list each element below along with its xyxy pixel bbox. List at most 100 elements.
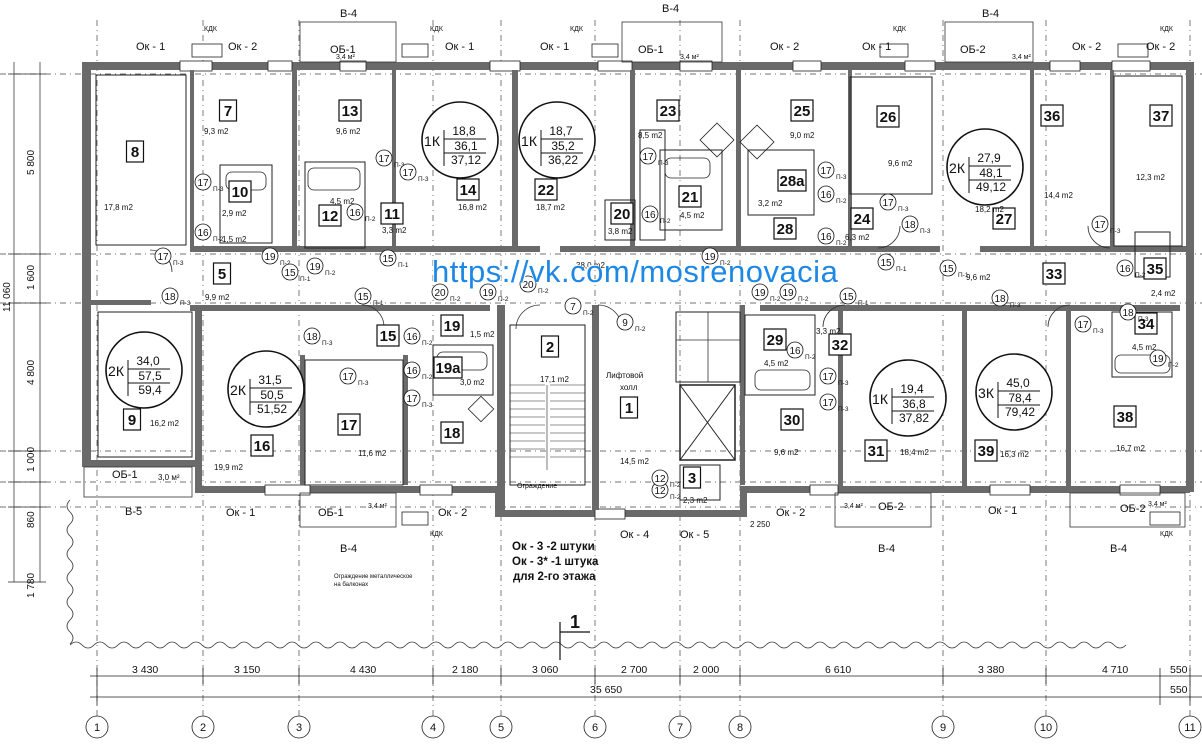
svg-text:36,8: 36,8 [902, 397, 926, 411]
door-marker-25: 19П-2 [701, 247, 731, 267]
balcony-tag-7: В-4 [1110, 543, 1127, 555]
room-box-22: 22 [534, 178, 558, 201]
room-box-5: 5 [212, 262, 232, 285]
room-box-33: 33 [1042, 262, 1066, 285]
room-box-3: 3 [682, 466, 702, 489]
svg-text:37: 37 [1153, 108, 1170, 125]
kdk-label-2: КДК [430, 26, 444, 33]
door-marker-31: 18П-3 [901, 215, 931, 235]
svg-text:П-2: П-2 [798, 296, 809, 303]
dim-550: 550 [1170, 664, 1188, 676]
dim-3060: 3 060 [532, 664, 558, 676]
area-36: 14,4 m2 [1044, 191, 1073, 200]
top-label-ok2-a: Ок - 2 [228, 41, 257, 53]
svg-text:59,4: 59,4 [138, 383, 162, 397]
svg-text:11: 11 [1184, 722, 1195, 734]
svg-text:П-3: П-3 [838, 406, 849, 413]
room-box-35: 35 [1143, 257, 1167, 280]
door-swings [149, 225, 1111, 330]
svg-text:П-2: П-2 [422, 340, 433, 347]
svg-text:28: 28 [777, 221, 794, 238]
overall-dim-right: 550 [1170, 684, 1188, 696]
svg-text:39: 39 [978, 443, 995, 460]
door-marker-26: 19П-2 [751, 283, 781, 303]
svg-text:18: 18 [904, 220, 916, 231]
area-13: 9,6 m2 [336, 127, 361, 136]
svg-text:17: 17 [402, 168, 414, 179]
room-box-10: 10 [228, 180, 252, 203]
svg-text:26: 26 [880, 109, 897, 126]
svg-text:9: 9 [940, 722, 946, 734]
door-marker-1: 17П-3 [194, 173, 224, 193]
door-marker-17: 17П-3 [403, 389, 433, 409]
balcony-tag-1: В-4 [340, 8, 357, 20]
area-27: 18,2 m2 [975, 205, 1004, 214]
top-label-ob1-a: ОБ-1 [330, 44, 356, 56]
svg-text:П-3: П-3 [180, 300, 191, 307]
svg-text:15: 15 [942, 264, 954, 275]
svg-text:34,0: 34,0 [136, 354, 160, 368]
door-marker-35: 18П-3 [991, 289, 1021, 309]
svg-text:20: 20 [614, 206, 631, 223]
axis-bubble-3: 3 [287, 715, 311, 739]
room-box-1: 1 [619, 396, 639, 419]
door-marker-46: 19П-2 [779, 283, 809, 303]
svg-text:32: 32 [832, 337, 849, 354]
svg-text:П-2: П-2 [770, 296, 781, 303]
left-dimension-lines [8, 62, 46, 583]
svg-text:18: 18 [306, 332, 318, 343]
bottom-label-ok4: Ок - 4 [620, 529, 649, 541]
door-marker-15: 17П-3 [339, 367, 369, 387]
svg-text:36: 36 [1044, 108, 1061, 125]
area-ob: 3,0 м² [158, 473, 180, 482]
left-dim-1000: 1 000 [26, 447, 37, 472]
fence-note: Ограждение металлическое на балконах [334, 574, 413, 588]
svg-text:16: 16 [406, 332, 418, 343]
svg-text:34: 34 [1138, 316, 1155, 333]
room-box-26: 26 [876, 105, 900, 128]
svg-text:11: 11 [384, 206, 400, 223]
svg-text:15: 15 [380, 328, 397, 345]
area-corridor: 38,0 m2 [576, 261, 605, 270]
top-label-ok1-a: Ок - 1 [136, 41, 165, 53]
svg-text:10: 10 [232, 184, 249, 201]
svg-text:П-2: П-2 [720, 260, 731, 267]
watermark-url[interactable]: https://vk.com/mosrenovacia [432, 254, 839, 289]
area-22: 18,7 m2 [536, 203, 565, 212]
svg-text:П-2: П-2 [538, 288, 549, 295]
axis-bubble-4: 4 [421, 715, 445, 739]
room-box-15: 15 [376, 324, 400, 347]
left-dimension-labels: 5 800 1 600 4 800 1 000 860 1 780 11 060 [2, 150, 37, 598]
svg-text:57,5: 57,5 [138, 369, 162, 383]
svg-text:П-2: П-2 [836, 198, 847, 205]
svg-text:3: 3 [296, 722, 302, 734]
area-12: 4,5 m2 [330, 197, 355, 206]
kdk-label-6: КДК [430, 531, 444, 538]
door-marker-40: 19П-2 [1149, 349, 1179, 369]
svg-text:1К: 1К [521, 133, 538, 149]
svg-text:21: 21 [682, 189, 699, 206]
balcony-area-5: 3,4 м² [844, 503, 863, 510]
kdk-label-4: КДК [893, 26, 907, 33]
dim-2180: 2 180 [452, 664, 478, 676]
svg-text:7: 7 [677, 722, 683, 734]
room-box-31: 31 [864, 439, 888, 462]
svg-text:79,42: 79,42 [1005, 405, 1035, 419]
svg-text:17: 17 [822, 398, 834, 409]
axis-bubble-1: 1 [85, 715, 109, 739]
dim-2700: 2 700 [621, 664, 647, 676]
dim-3150: 3 150 [234, 664, 260, 676]
windows-top [179, 60, 1151, 72]
area-5: 9,9 m2 [205, 293, 230, 302]
top-label-ok2-d: Ок - 2 [1146, 41, 1175, 53]
bottom-label-ok2-a: Ок - 2 [438, 507, 467, 519]
svg-text:19: 19 [754, 288, 766, 299]
room-box-23: 23 [656, 99, 680, 122]
svg-text:20: 20 [522, 280, 534, 291]
